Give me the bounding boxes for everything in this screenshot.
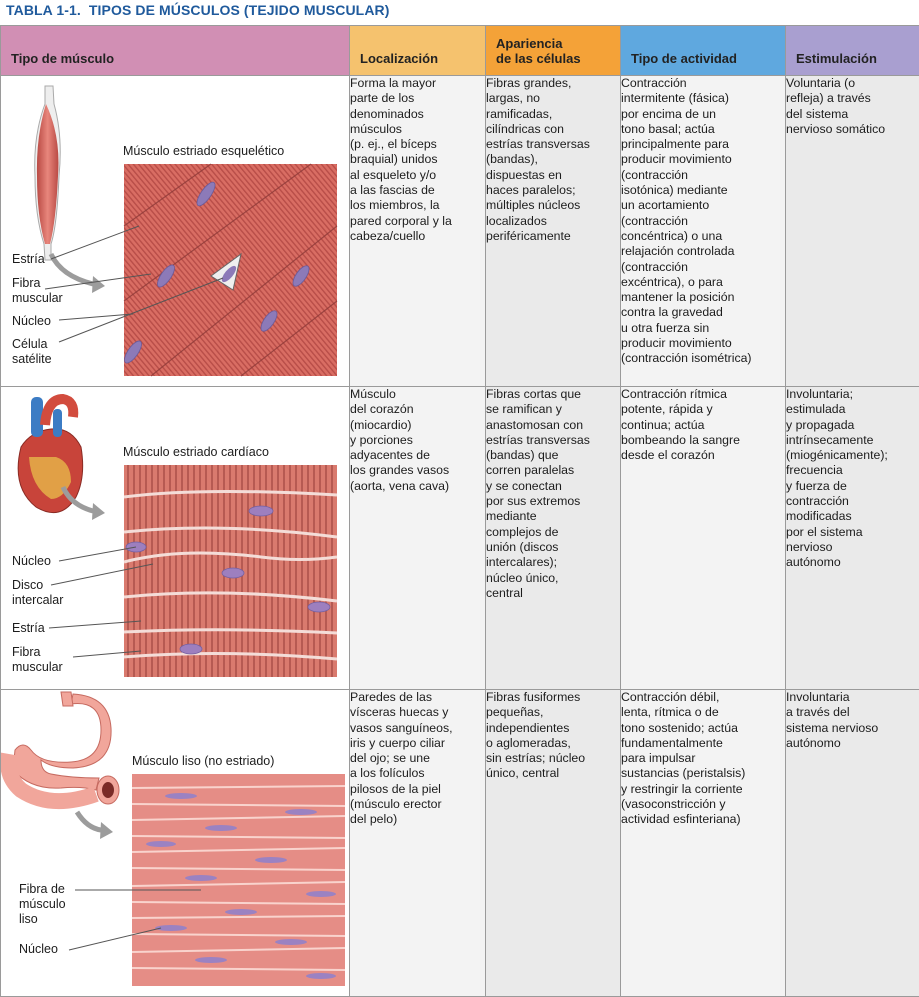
cell-localizacion: Músculo del corazón (miocardio) y porcio… (350, 387, 486, 690)
cell-apariencia: Fibras grandes, largas, no ramificadas, … (486, 76, 621, 387)
header-actividad: Tipo de actividad (621, 26, 786, 76)
cell-actividad: Contracción débil, lenta, rítmica o de t… (621, 690, 786, 997)
cell-actividad: Contracción rítmica potente, rápida y co… (621, 387, 786, 690)
label-estria: Estría (12, 252, 45, 267)
label-disco-intercalar: Disco intercalar (12, 578, 63, 608)
cell-actividad: Contracción intermitente (fásica) por en… (621, 76, 786, 387)
label-fibra-musculo-liso: Fibra de músculo liso (19, 882, 66, 927)
header-localizacion: Localización (350, 26, 486, 76)
table-row: Músculo liso (no estriado) Fibra de músc… (1, 690, 919, 997)
label-nucleo: Núcleo (12, 554, 51, 569)
table-number: TABLA 1-1. (6, 2, 81, 18)
label-nucleo: Núcleo (19, 942, 58, 957)
illustration-cell-cardiac: Músculo estriado cardíaco Núcleo Disco i… (1, 387, 350, 690)
label-fibra-muscular: Fibra muscular (12, 645, 63, 675)
cell-estimulacion: Voluntaria (o refleja) a través del sist… (786, 76, 919, 387)
cell-localizacion: Forma la mayor parte de los denominados … (350, 76, 486, 387)
cell-estimulacion: Involuntaria a través del sistema nervio… (786, 690, 919, 997)
table-row: Músculo estriado esquelético Estría Fibr… (1, 76, 919, 387)
cell-apariencia: Fibras fusiformes pequeñas, independient… (486, 690, 621, 997)
cell-localizacion: Paredes de las vísceras huecas y vasos s… (350, 690, 486, 997)
header-apariencia: Apariencia de las células (486, 26, 621, 76)
cell-apariencia: Fibras cortas que se ramifican y anastom… (486, 387, 621, 690)
label-estria: Estría (12, 621, 45, 636)
label-nucleo: Núcleo (12, 314, 51, 329)
illustration-title: Músculo liso (no estriado) (132, 754, 274, 768)
header-estimulacion: Estimulación (786, 26, 919, 76)
illustration-title: Músculo estriado esquelético (123, 144, 284, 158)
cardiac-muscle-illustration (1, 387, 349, 689)
table-row: Músculo estriado cardíaco Núcleo Disco i… (1, 387, 919, 690)
table-title: TIPOS DE MÚSCULOS (TEJIDO MUSCULAR) (89, 2, 390, 18)
skeletal-muscle-illustration (1, 76, 349, 386)
illustration-cell-smooth: Músculo liso (no estriado) Fibra de músc… (1, 690, 350, 997)
table-caption: TABLA 1-1. TIPOS DE MÚSCULOS (TEJIDO MUS… (6, 2, 390, 18)
header-row: Tipo de músculo Localización Apariencia … (1, 26, 919, 76)
illustration-title: Músculo estriado cardíaco (123, 445, 269, 459)
illustration-cell-skeletal: Músculo estriado esquelético Estría Fibr… (1, 76, 350, 387)
header-tipo: Tipo de músculo (1, 26, 350, 76)
label-fibra-muscular: Fibra muscular (12, 276, 63, 306)
muscle-types-table: Tipo de músculo Localización Apariencia … (0, 25, 919, 997)
cell-estimulacion: Involuntaria; estimulada y propagada int… (786, 387, 919, 690)
label-celula-satelite: Célula satélite (12, 337, 52, 367)
